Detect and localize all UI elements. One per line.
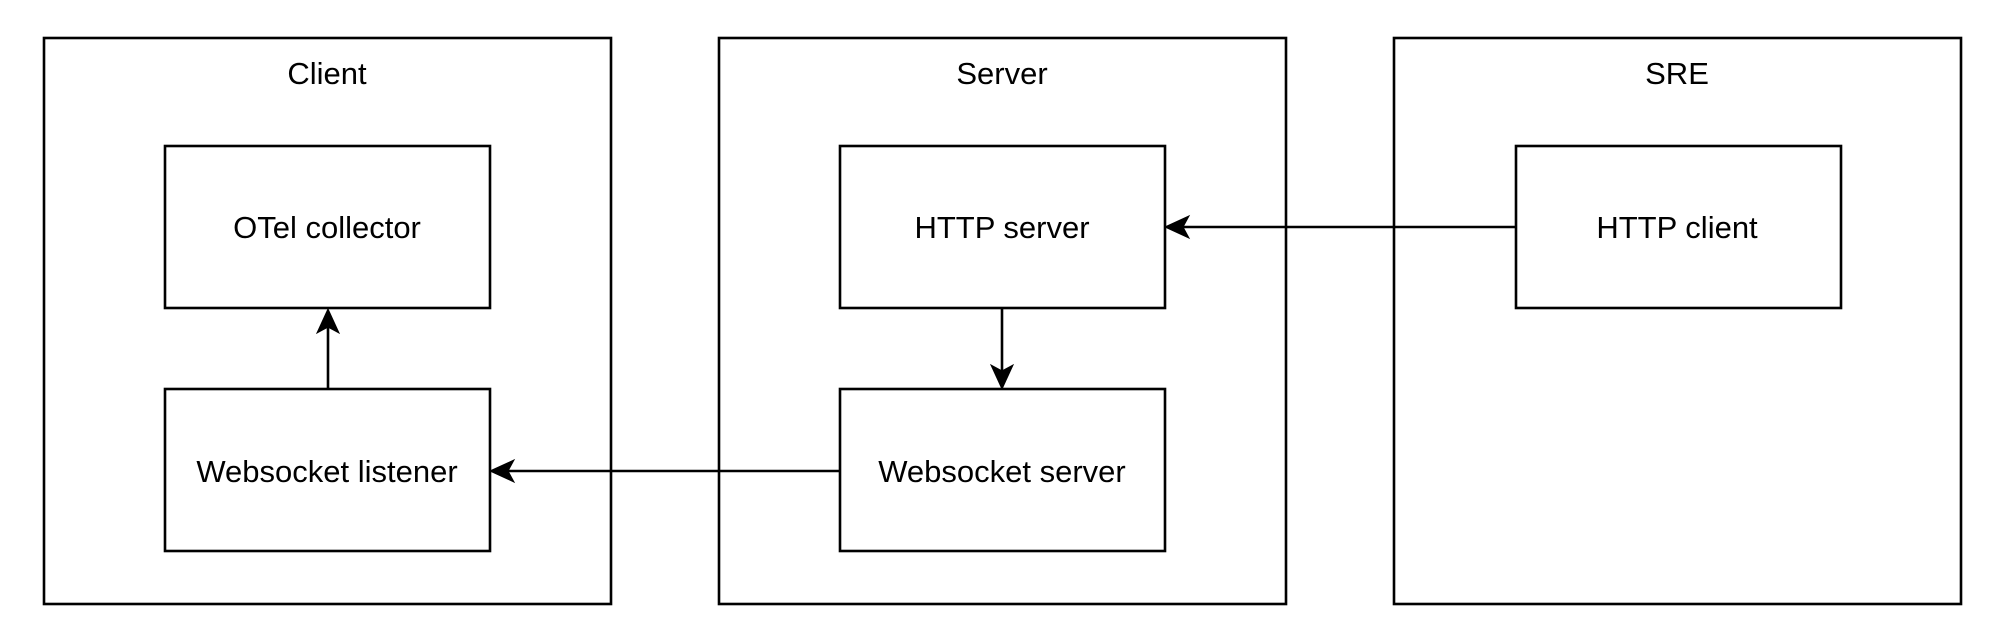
arrowhead-left (488, 458, 516, 484)
node-http-client: HTTP client (1514, 144, 1843, 310)
websocket-listener-box (163, 387, 492, 553)
otel-collector-label: OTel collector (233, 210, 421, 245)
group-sre: SRE (1392, 36, 1963, 606)
edge-http-client-to-http-server (1163, 214, 1516, 240)
arrowhead-down (989, 363, 1015, 391)
group-client-title: Client (287, 56, 367, 91)
http-server-label: HTTP server (914, 210, 1089, 245)
node-http-server: HTTP server (838, 144, 1167, 310)
group-sre-frame (1392, 36, 1963, 606)
arrowhead-up (315, 307, 341, 335)
websocket-server-label: Websocket server (878, 454, 1126, 489)
edge-http-server-to-websocket-server (989, 308, 1015, 391)
node-websocket-server: Websocket server (838, 387, 1167, 553)
http-client-box (1514, 144, 1843, 310)
http-client-label: HTTP client (1596, 210, 1758, 245)
edges (315, 214, 1516, 484)
http-server-box (838, 144, 1167, 310)
node-otel-collector: OTel collector (163, 144, 492, 310)
websocket-listener-label: Websocket listener (196, 454, 457, 489)
group-server-title: Server (956, 56, 1047, 91)
websocket-server-box (838, 387, 1167, 553)
edge-websocket-listener-to-otel-collector (315, 307, 341, 389)
edge-websocket-server-to-websocket-listener (488, 458, 840, 484)
arrowhead-left (1163, 214, 1191, 240)
group-sre-title: SRE (1645, 56, 1709, 91)
otel-collector-box (163, 144, 492, 310)
node-websocket-listener: Websocket listener (163, 387, 492, 553)
